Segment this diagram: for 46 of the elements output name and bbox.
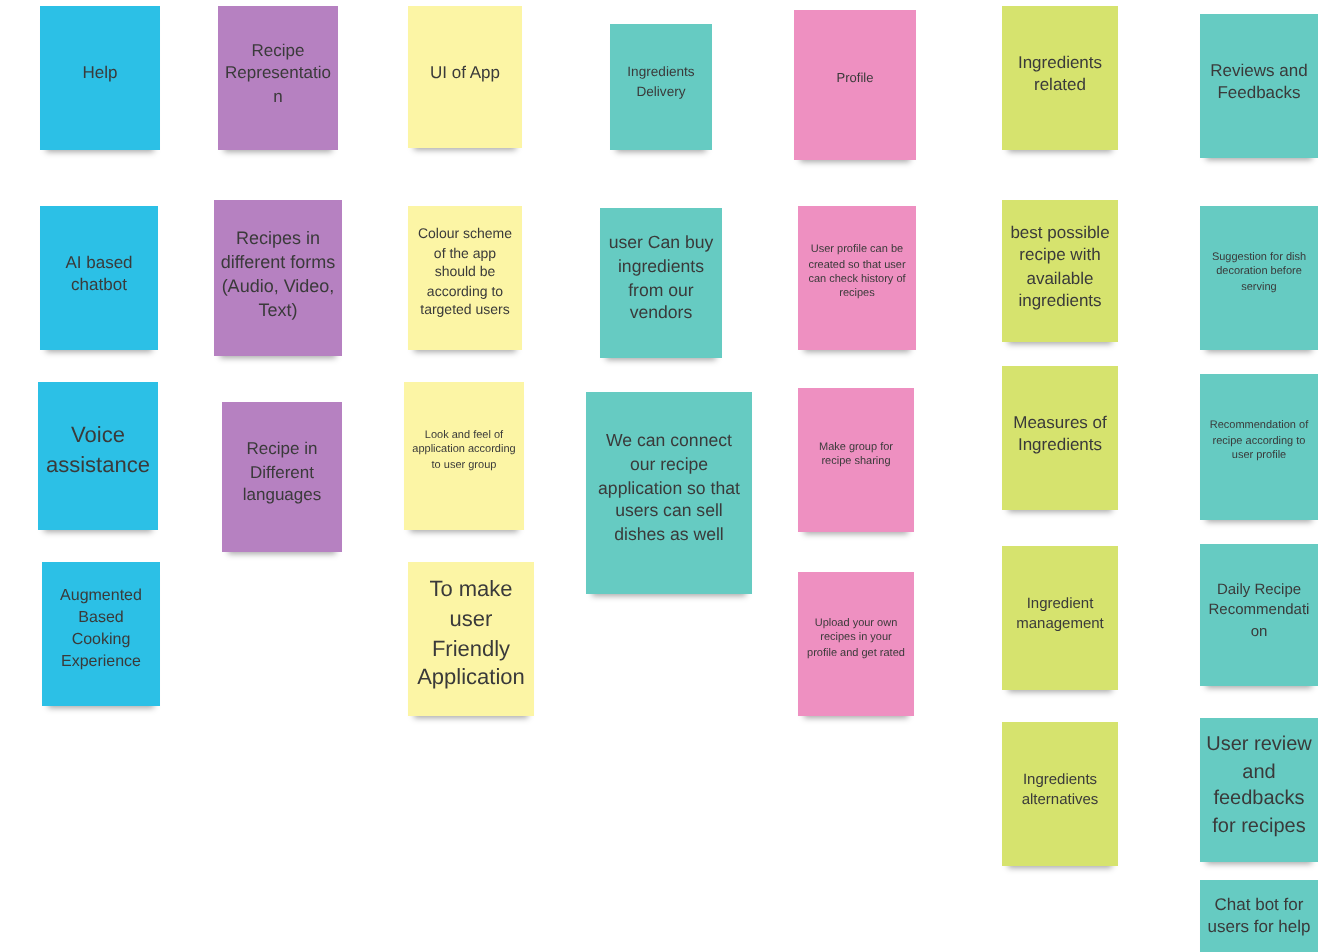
- note-text: Measures of Ingredients: [1011, 411, 1109, 457]
- note-text: user Can buy ingredients from our vendors: [606, 231, 716, 327]
- sticky-note: [42, 562, 160, 706]
- sticky-note: [798, 206, 916, 350]
- note-text: Ingredients related: [1015, 51, 1105, 97]
- sticky-note: [408, 206, 522, 350]
- sticky-note: [1200, 718, 1318, 862]
- note-text: UI of App: [430, 61, 500, 85]
- sticky-note: [1200, 206, 1318, 350]
- sticky-note: [38, 382, 158, 530]
- note-text: Recipe in Different languages: [240, 438, 324, 508]
- note-text: Help: [82, 62, 118, 86]
- note-text: AI based chatbot: [63, 251, 135, 297]
- note-text: Recipe Representation: [224, 39, 332, 109]
- note-text: Voice assistance: [44, 422, 152, 482]
- sticky-note: [408, 6, 522, 148]
- note-text: Recipes in different forms (Audio, Video, Text): [220, 225, 336, 323]
- note-text: best possible recipe with available ingredients: [1008, 221, 1112, 313]
- sticky-note: [222, 402, 342, 552]
- note-text: Chat bot for users for help: [1206, 893, 1312, 939]
- sticky-note: [214, 200, 342, 356]
- note-text: Augmented Based Cooking Experience: [58, 586, 144, 674]
- note-text: User review and feedbacks for recipes: [1206, 732, 1312, 840]
- sticky-note: [1200, 544, 1318, 686]
- sticky-note: [1002, 366, 1118, 510]
- sticky-note: [1200, 880, 1318, 952]
- note-text: Reviews and Feedbacks: [1208, 59, 1310, 105]
- sticky-note: [40, 206, 158, 350]
- sticky-note: [1002, 722, 1118, 866]
- sticky-note: [610, 24, 712, 150]
- sticky-note: [586, 392, 752, 594]
- sticky-note: [798, 572, 914, 716]
- note-text: To make user Friendly Application: [415, 575, 527, 695]
- sticky-note: [404, 382, 524, 530]
- note-text: We can connect our recipe application so that users can sell dishes as well: [596, 429, 742, 549]
- sticky-note: [794, 10, 916, 160]
- sticky-note: [1002, 200, 1118, 342]
- sticky-note: [798, 388, 914, 532]
- sticky-note: [408, 562, 534, 716]
- sticky-note: [1002, 6, 1118, 150]
- sticky-note: [1002, 546, 1118, 690]
- sticky-note: [40, 6, 160, 150]
- sticky-note: [600, 208, 722, 358]
- sticky-note: [1200, 374, 1318, 520]
- sticky-note: [1200, 14, 1318, 158]
- sticky-note: [218, 6, 338, 150]
